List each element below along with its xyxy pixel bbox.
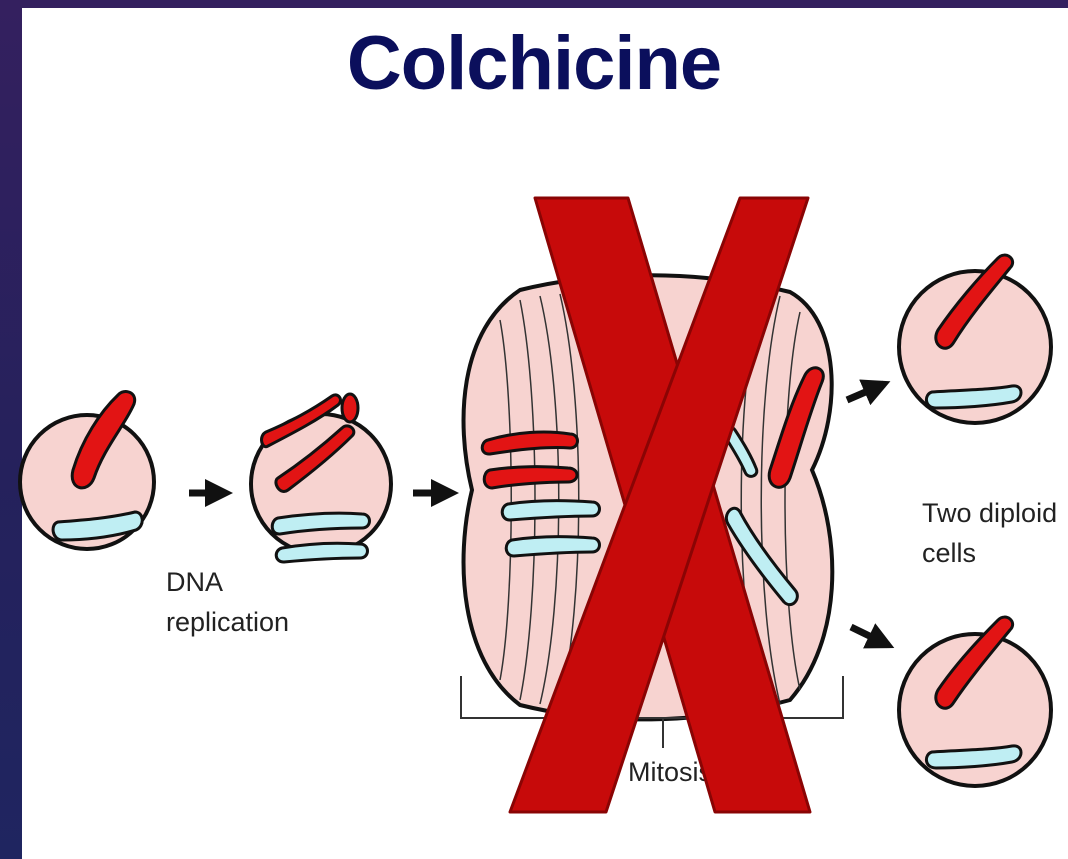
dna-replication-label-line2: replication: [166, 607, 289, 637]
dna-replication-label-line1: DNA: [166, 567, 223, 597]
two-diploid-label-line1: Two diploid: [922, 498, 1057, 528]
arrow-icon: [847, 384, 884, 400]
daughter-cell-top: [899, 255, 1051, 423]
replicated-cell: [251, 394, 391, 562]
daughter-cell-bottom: [899, 617, 1051, 786]
blue-chromatid: [276, 543, 367, 562]
arrow-icon: [851, 627, 888, 645]
parent-cell: [20, 392, 154, 549]
two-diploid-label-line2: cells: [922, 538, 976, 568]
